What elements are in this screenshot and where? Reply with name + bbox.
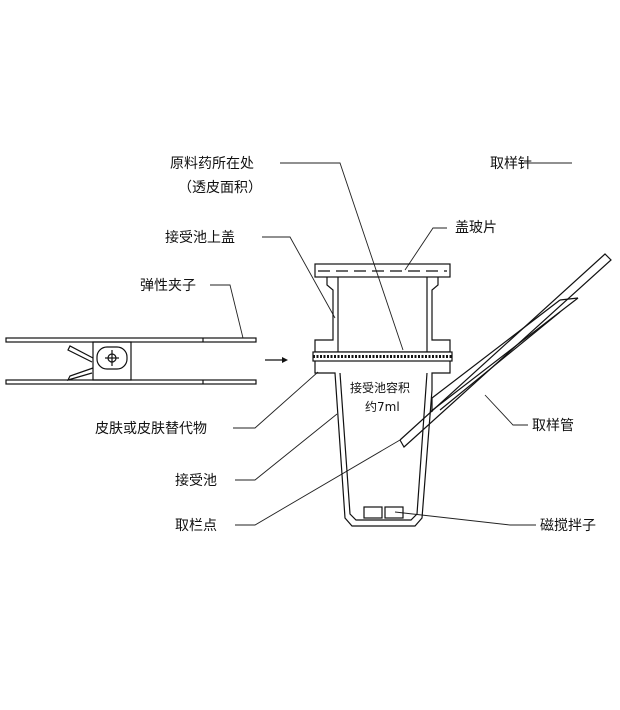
- label-receptor-lid: 接受池上盖: [165, 229, 235, 246]
- label-receptor-cell: 接受池: [175, 472, 217, 489]
- label-receptor-volume: 接受池容积: [350, 380, 410, 395]
- label-receptor-volume-value: 约7ml: [365, 399, 400, 414]
- label-cover-glass: 盖玻片: [455, 220, 497, 236]
- label-skin: 皮肤或皮肤替代物: [95, 421, 207, 437]
- label-sampling-point: 取栏点: [175, 518, 217, 534]
- label-elastic-clip: 弹性夹子: [140, 278, 196, 294]
- receptor-lid: [314, 263, 451, 353]
- label-drug-location: 原料药所在处: [170, 156, 254, 172]
- label-drug-location-sub: （透皮面积）: [178, 180, 262, 196]
- stir-bar: [363, 506, 404, 519]
- label-stir-bar: 磁搅拌子: [540, 518, 596, 534]
- leader-lines: [210, 162, 572, 526]
- arrow-right-icon: [265, 357, 288, 363]
- skin-membrane: [312, 351, 453, 362]
- label-sampling-tube: 取样管: [532, 418, 574, 434]
- elastic-clip: [5, 337, 257, 385]
- label-sampling-needle: 取样针: [490, 156, 532, 172]
- sampling-tube: [399, 253, 612, 448]
- receptor-cell: [314, 361, 451, 527]
